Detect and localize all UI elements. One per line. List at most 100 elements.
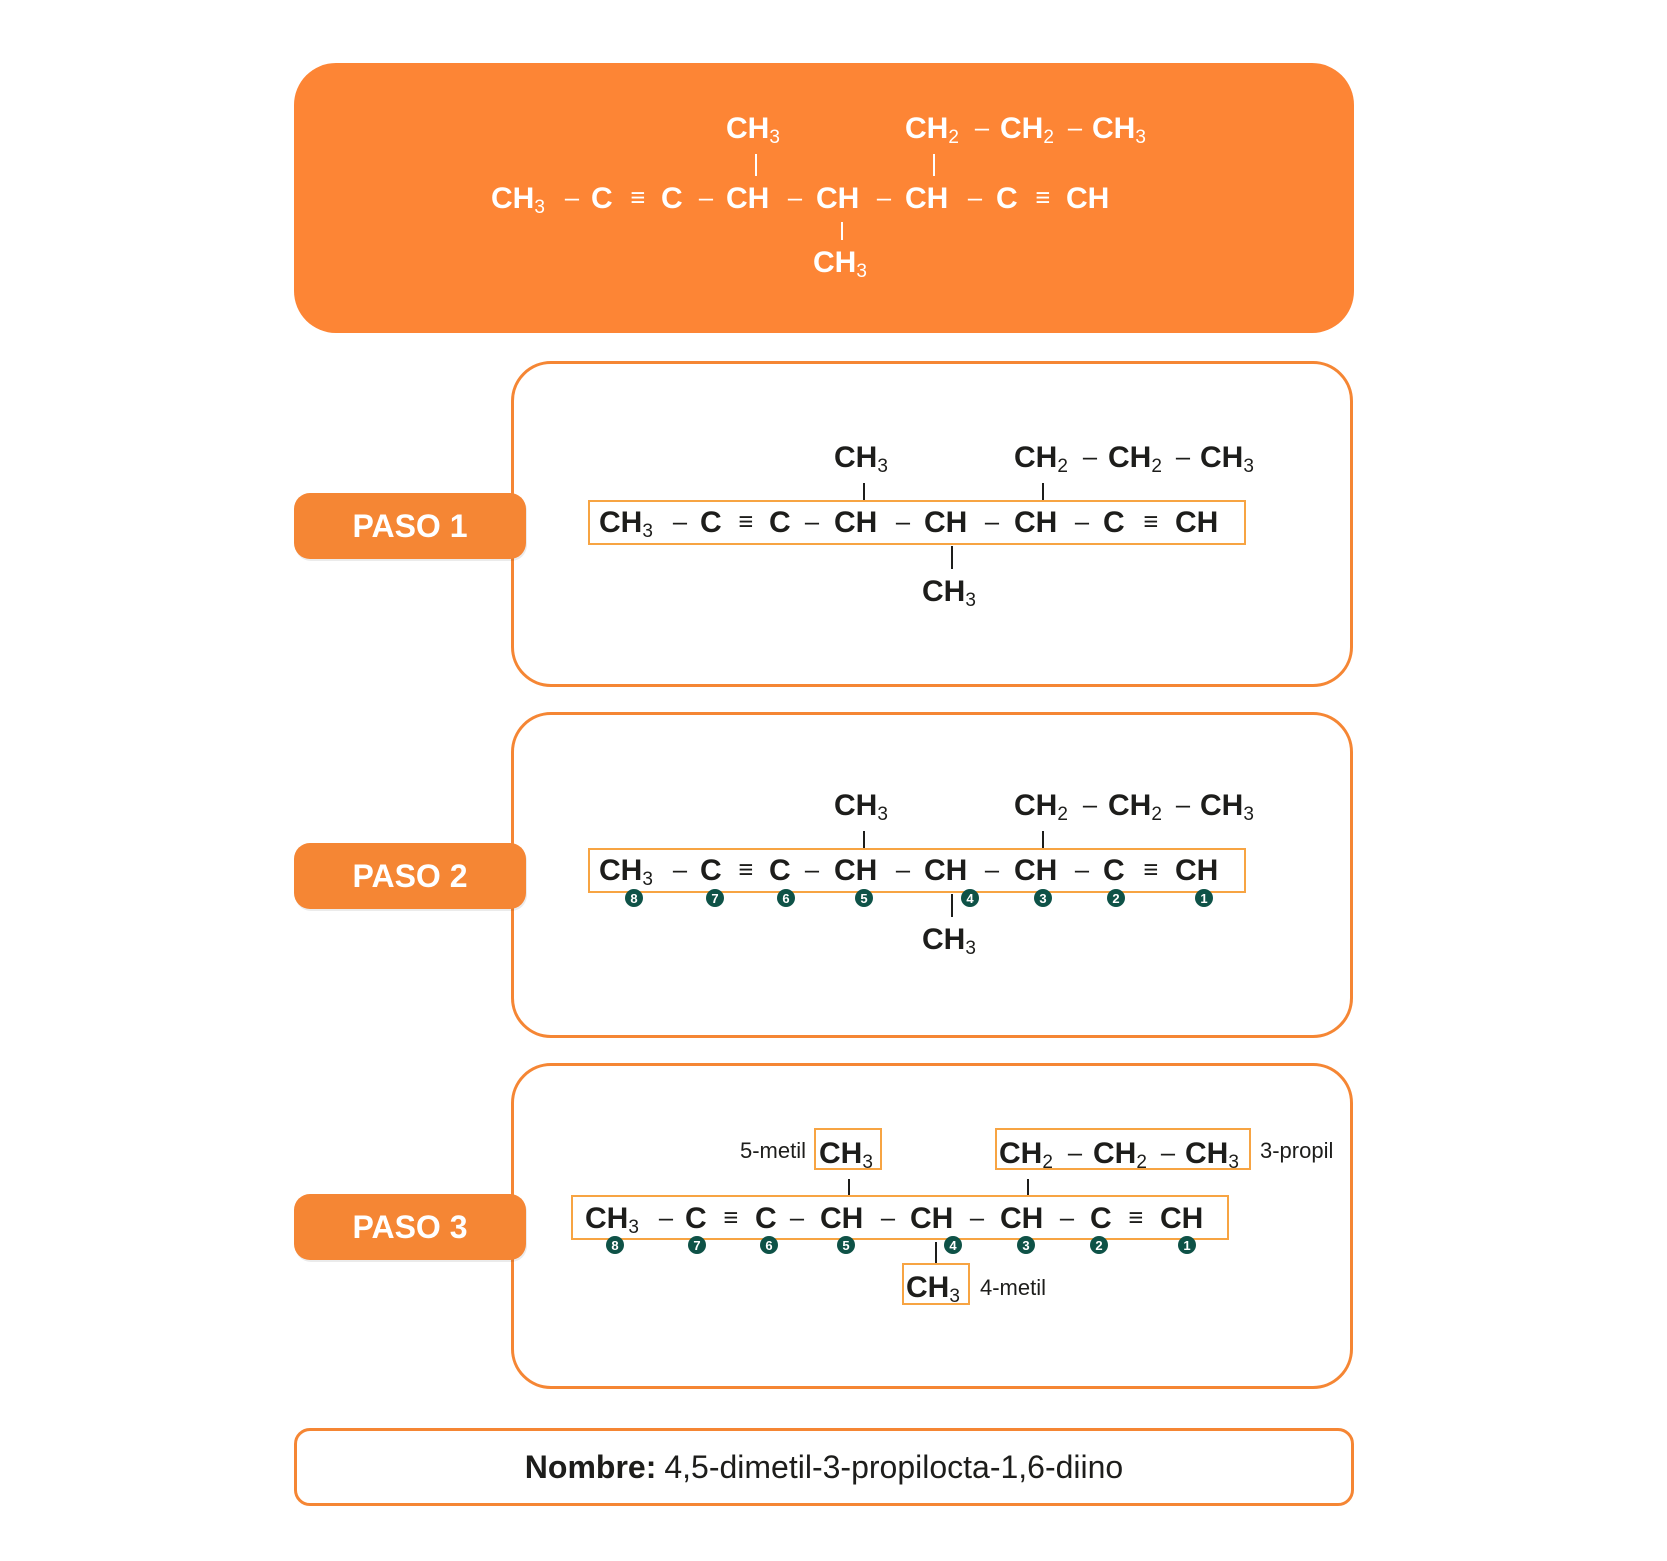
title-sub-propyl-1: CH2 [905,112,959,148]
step2-locant-7 [706,889,724,907]
step3-sub-propyl-bond-1: – [1068,1139,1083,1167]
step3-methyl-4-box [902,1263,970,1305]
step3-locant-1-num: 1 [1183,1238,1190,1253]
title-chain-atom-7: C [996,182,1018,215]
step-2-panel [511,712,1353,1038]
step2-chain-atom-7: C [1103,854,1125,887]
step3-sub-propyl-bond-2: – [1161,1139,1176,1167]
step3-methyl-5-box [814,1128,882,1170]
step2-chain-atom-3: C [769,854,791,887]
title-bond-6: – [968,184,983,212]
step1-sub-methyl-bottom: CH3 [922,575,976,611]
step3-chain-atom-2: C [685,1202,707,1235]
step2-bond-7: ≡ [1144,856,1159,884]
title-chain-atom-6: CH [905,182,948,215]
step3-chain-atom-3: C [755,1202,777,1235]
label-4-metil: 4-metil [980,1275,1046,1300]
step1-chain-atom-8: CH [1175,506,1218,539]
step3-locant-3 [1017,1236,1035,1254]
step3-bond-7: ≡ [1129,1204,1144,1232]
step2-chain-atom-1: CH3 [599,854,653,890]
step3-locant-5 [837,1236,855,1254]
step3-locant-3-num: 3 [1022,1238,1029,1253]
step1-chain-atom-4: CH [834,506,877,539]
step1-sub-propyl-3: CH3 [1200,441,1254,477]
step1-sub-methyl-top: CH3 [834,441,888,477]
step2-bond-1: – [673,856,688,884]
title-sub-propyl-3: CH3 [1092,112,1146,148]
step2-locant-1-num: 1 [1200,891,1207,906]
step3-bond-6: – [1060,1204,1075,1232]
step3-bond-5: – [970,1204,985,1232]
step1-sub-propyl-2: CH2 [1108,441,1162,477]
step3-locant-8-num: 8 [611,1238,618,1253]
step2-sub-propyl-2: CH2 [1108,789,1162,825]
step2-chain-atom-2: C [700,854,722,887]
name-value: 4,5-dimetil-3-propilocta-1,6-diino [664,1448,1124,1485]
step3-sub-propyl-1: CH2 [999,1137,1053,1173]
label-5-metil: 5-metil [740,1138,806,1163]
step2-locant-8 [625,889,643,907]
step1-bond-6: – [1075,508,1090,536]
step2-locant-3-num: 3 [1039,891,1046,906]
step2-locant-6-num: 6 [782,891,789,906]
step3-sub-methyl-top: CH3 [819,1137,873,1173]
step3-locant-5-num: 5 [842,1238,849,1253]
step1-bond-4: – [896,508,911,536]
step3-bond-4: – [881,1204,896,1232]
step2-main-chain-box [588,848,1246,893]
title-chain-atom-3: C [661,182,683,215]
step2-bond-2: ≡ [739,856,754,884]
step2-chain-atom-6: CH [1014,854,1057,887]
step2-locant-4-num: 4 [966,891,974,906]
step3-sub-propyl-3: CH3 [1185,1137,1239,1173]
step2-sub-methyl-top: CH3 [834,789,888,825]
step1-sub-propyl-1: CH2 [1014,441,1068,477]
step1-sub-propyl-bond-2: – [1176,443,1191,471]
step2-bond-6: – [1075,856,1090,884]
title-chain-atom-5: CH [816,182,859,215]
step1-chain-atom-5: CH [924,506,967,539]
step2-locant-3 [1034,889,1052,907]
step3-locant-4-num: 4 [949,1238,957,1253]
step3-bond-2: ≡ [724,1204,739,1232]
step1-bond-7: ≡ [1144,508,1159,536]
step1-bond-5: – [985,508,1000,536]
step1-sub-propyl-bond-1: – [1083,443,1098,471]
step3-locant-2 [1090,1236,1108,1254]
step1-chain-atom-3: C [769,506,791,539]
step3-locant-8 [606,1236,624,1254]
step2-bond-4: – [896,856,911,884]
step3-chain-atom-1: CH3 [585,1202,639,1238]
step2-sub-methyl-bottom: CH3 [922,923,976,959]
step1-bond-2: ≡ [739,508,754,536]
step1-chain-atom-2: C [700,506,722,539]
step1-chain-atom-7: C [1103,506,1125,539]
step3-chain-atom-6: CH [1000,1202,1043,1235]
title-bond-3: – [699,184,714,212]
step3-locant-7 [688,1236,706,1254]
step-3-panel [511,1063,1353,1389]
title-bond-5: – [877,184,892,212]
step2-sub-propyl-3: CH3 [1200,789,1254,825]
title-bond-2: ≡ [631,184,646,212]
step2-locant-1 [1195,889,1213,907]
step1-chain-atom-1: CH3 [599,506,653,542]
step2-locant-4 [961,889,979,907]
step2-locant-7-num: 7 [711,891,718,906]
step2-locant-8-num: 8 [630,891,637,906]
step3-main-chain-box [571,1195,1229,1240]
title-sub-methyl-top: CH3 [726,112,780,148]
step2-chain-atom-8: CH [1175,854,1218,887]
step1-bond-1: – [673,508,688,536]
step2-locant-2 [1107,889,1125,907]
step3-locant-6 [760,1236,778,1254]
step3-locant-2-num: 2 [1095,1238,1102,1253]
step2-sub-propyl-bond-2: – [1176,791,1191,819]
step3-locant-6-num: 6 [765,1238,772,1253]
title-chain-atom-1: CH3 [491,182,545,218]
step3-bond-3: – [790,1204,805,1232]
step3-locant-1 [1178,1236,1196,1254]
step1-main-chain-box [588,500,1246,545]
